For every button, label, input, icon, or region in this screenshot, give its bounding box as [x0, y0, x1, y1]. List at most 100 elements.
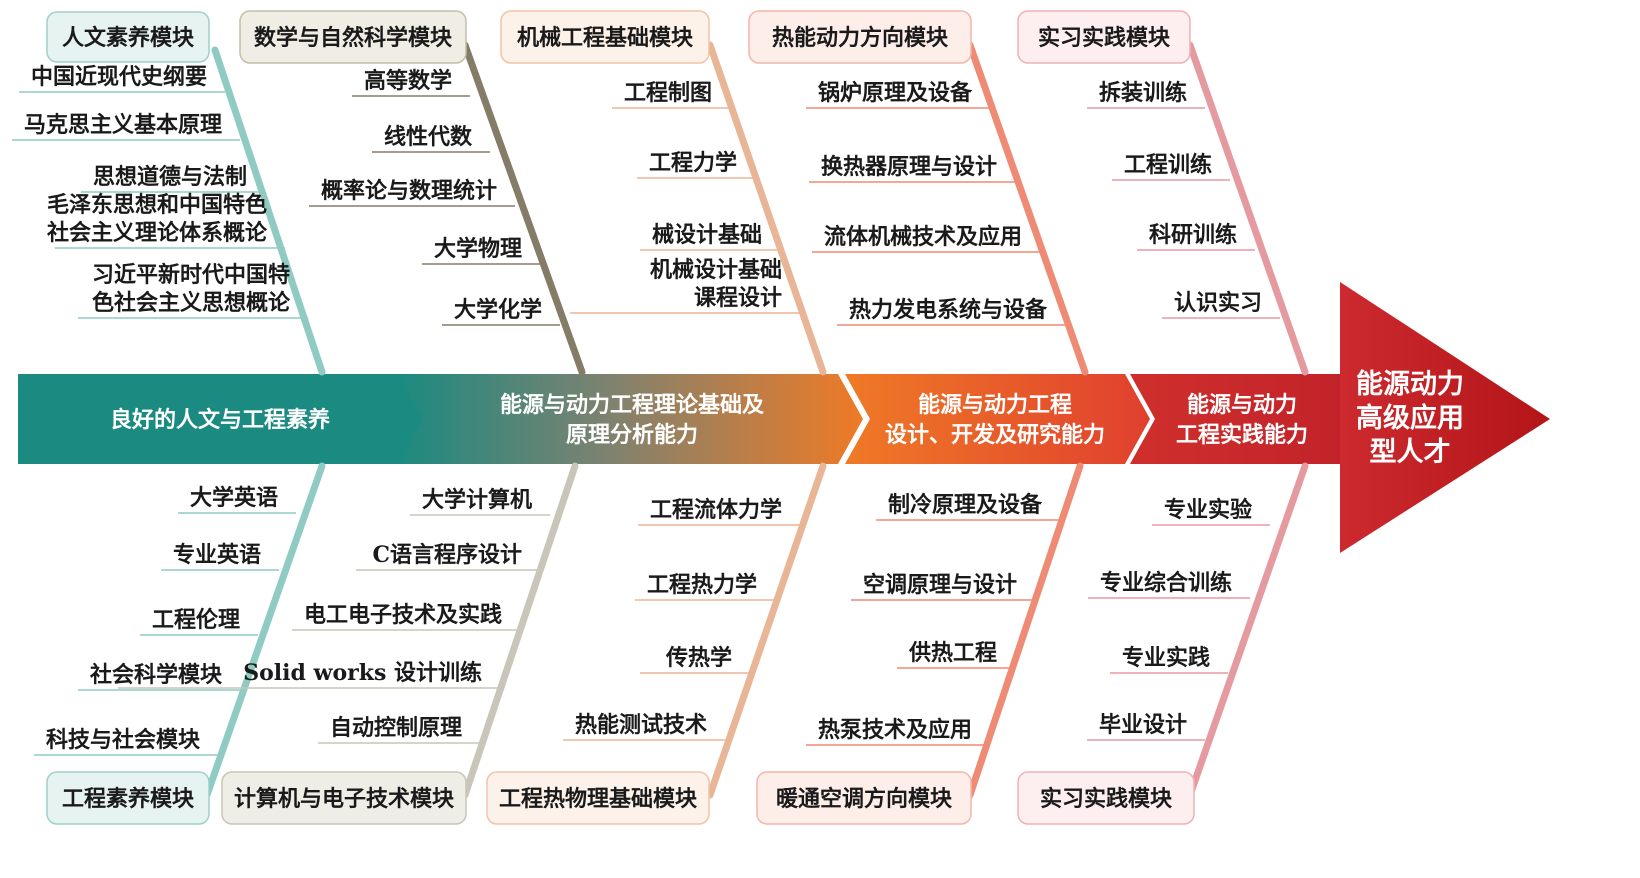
top-module-1-item-4: 毛泽东思想和中国特色社会主义理论体系概论	[47, 192, 268, 246]
top-module-1-item-2: 马克思主义基本原理	[24, 112, 222, 138]
top-module-2-title-box	[239, 10, 467, 64]
goal-label-line: 能源动力	[1356, 368, 1464, 400]
top-module-3-bone	[706, 41, 827, 376]
bottom-module-5-item-4-line: 毕业设计	[1099, 712, 1187, 738]
bottom-module-4-title-box	[756, 771, 972, 825]
bottom-module-5-bone	[1186, 462, 1309, 799]
top-module-4-item-3: 流体机械技术及应用	[824, 224, 1022, 250]
top-module-1-item-5-line: 习近平新时代中国特	[92, 262, 290, 288]
bottom-module-4-item-4: 热泵技术及应用	[818, 717, 972, 743]
bottom-module-1-item-2-line: 专业英语	[173, 542, 261, 568]
top-module-4-title: 热能动力方向模块	[772, 25, 949, 51]
bottom-module-3-bone	[706, 462, 827, 799]
top-module-5-item-2: 工程训练	[1124, 152, 1212, 178]
bottom-module-1-item-1-line: 大学英语	[190, 485, 278, 511]
top-module-5-title: 实习实践模块	[1038, 25, 1171, 51]
bottom-module-2-item-3: 电工电子技术及实践	[304, 602, 502, 628]
top-module-2-item-2: 线性代数	[384, 124, 473, 150]
bottom-module-3-item-2: 工程热力学	[647, 572, 757, 598]
top-module-2-item-2-line: 线性代数	[384, 124, 473, 150]
spine-segment-2	[398, 374, 863, 464]
bottom-module-2-item-2-line: C语言程序设计	[372, 542, 522, 568]
top-module-1-item-3: 思想道德与法制	[93, 164, 247, 190]
bottom-module-2-item-4-line: Solid works 设计训练	[243, 660, 482, 686]
bottom-module-1-item-3: 工程伦理	[152, 607, 240, 633]
bottom-module-2-item-1: 大学计算机	[422, 487, 532, 513]
top-module-3-item-3: 械设计基础	[652, 222, 762, 248]
bottom-module-1-item-5: 科技与社会模块	[46, 727, 201, 753]
bottom-module-5-title: 实习实践模块	[1040, 786, 1173, 812]
top-module-1-title: 人文素养模块	[62, 25, 195, 51]
top-module-2-title: 数学与自然科学模块	[254, 25, 453, 51]
bottom-module-4-item-1: 制冷原理及设备	[888, 492, 1043, 518]
bottom-module-4-title: 暖通空调方向模块	[776, 786, 953, 812]
top-module-3-item-2-line: 工程力学	[649, 150, 737, 176]
bottom-module-3-item-1: 工程流体力学	[650, 497, 782, 523]
top-module-4-item-2-line: 换热器原理与设计	[821, 154, 997, 180]
top-module-3-item-3-line: 械设计基础	[652, 222, 762, 248]
bottom-module-4-item-2-line: 空调原理与设计	[863, 572, 1017, 598]
top-module-3-item-4-line: 机械设计基础	[650, 257, 782, 283]
top-module-2-bone	[461, 41, 586, 376]
bottom-module-3-item-2-line: 工程热力学	[647, 572, 757, 598]
bottom-module-3-item-4: 热能测试技术	[575, 712, 707, 738]
bottom-module-1-item-4-line: 社会科学模块	[90, 662, 223, 688]
bottom-module-3-item-3-line: 传热学	[665, 645, 732, 671]
top-module-1-item-5-line: 色社会主义思想概论	[92, 290, 291, 316]
top-module-5-item-3: 科研训练	[1149, 222, 1237, 248]
spine-segment-3	[845, 374, 1150, 464]
bottom-module-2-item-2: C语言程序设计	[372, 542, 522, 568]
bottom-module-2-item-1-line: 大学计算机	[422, 487, 532, 513]
top-module-4-title-box	[748, 10, 972, 64]
top-module-1-item-1: 中国近现代史纲要	[31, 64, 207, 90]
top-module-5-item-1: 拆装训练	[1099, 80, 1187, 106]
top-module-5-item-1-line: 拆装训练	[1099, 80, 1187, 106]
bottom-module-5-item-4: 毕业设计	[1099, 712, 1187, 738]
bottom-module-2-item-4: Solid works 设计训练	[243, 660, 482, 686]
top-module-3-item-4-line: 课程设计	[694, 285, 782, 311]
spine-label-3: 能源与动力工程设计、开发及研究能力	[885, 392, 1105, 448]
top-module-4-item-2: 换热器原理与设计	[821, 154, 997, 180]
bottom-module-3-item-1-line: 工程流体力学	[650, 497, 782, 523]
bottom-module-3-item-3: 传热学	[665, 645, 732, 671]
top-module-1-item-4-line: 毛泽东思想和中国特色	[47, 192, 267, 218]
top-module-3-item-1-line: 工程制图	[624, 80, 712, 106]
top-module-3-item-1: 工程制图	[624, 80, 712, 106]
top-module-3-item-2: 工程力学	[649, 150, 737, 176]
bottom-module-5-item-3-line: 专业实践	[1122, 645, 1210, 671]
spine-segment-1	[18, 374, 425, 464]
top-module-4-item-1-line: 锅炉原理及设备	[818, 80, 973, 106]
bottom-module-1-item-2: 专业英语	[173, 542, 261, 568]
spine-label-4-line: 工程实践能力	[1176, 422, 1308, 448]
top-module-1-item-2-line: 马克思主义基本原理	[24, 112, 222, 138]
top-module-1-item-1-line: 中国近现代史纲要	[31, 64, 207, 90]
top-module-3-title-box	[500, 10, 710, 64]
bottom-module-1-bone	[203, 462, 326, 799]
bottom-module-1-title-box	[46, 771, 210, 825]
bottom-module-4-item-3: 供热工程	[908, 640, 997, 666]
bottom-module-2-item-5: 自动控制原理	[330, 715, 462, 741]
bottom-module-4-bone	[966, 462, 1084, 799]
top-module-5-bone	[1186, 41, 1309, 376]
goal-label: 能源动力高级应用型人才	[1356, 368, 1464, 468]
top-module-2-item-1-line: 高等数学	[364, 68, 452, 94]
bottom-module-5-title-box	[1017, 771, 1195, 825]
top-module-1-item-4-line: 社会主义理论体系概论	[47, 220, 268, 246]
bottom-module-1-item-4: 社会科学模块	[90, 662, 223, 688]
bottom-module-4-item-4-line: 热泵技术及应用	[818, 717, 972, 743]
top-module-5-item-2-line: 工程训练	[1124, 152, 1212, 178]
spine-label-2-line: 能源与动力工程理论基础及	[500, 392, 765, 418]
bottom-module-4-item-1-line: 制冷原理及设备	[888, 492, 1043, 518]
goal-arrow	[1340, 282, 1550, 553]
bottom-module-5-item-2: 专业综合训练	[1100, 570, 1232, 596]
top-module-5-title-box	[1017, 10, 1191, 64]
top-module-4-item-4-line: 热力发电系统与设备	[849, 297, 1048, 323]
spine-label-1: 良好的人文与工程素养	[110, 407, 330, 433]
spine-label-2-line: 原理分析能力	[566, 422, 698, 448]
bottom-module-3-item-4-line: 热能测试技术	[575, 712, 707, 738]
bottom-module-1-item-1: 大学英语	[190, 485, 278, 511]
bottom-module-3-title-box	[486, 771, 710, 825]
bottom-module-2-item-5-line: 自动控制原理	[330, 715, 462, 741]
top-module-1-title-box	[46, 11, 210, 63]
